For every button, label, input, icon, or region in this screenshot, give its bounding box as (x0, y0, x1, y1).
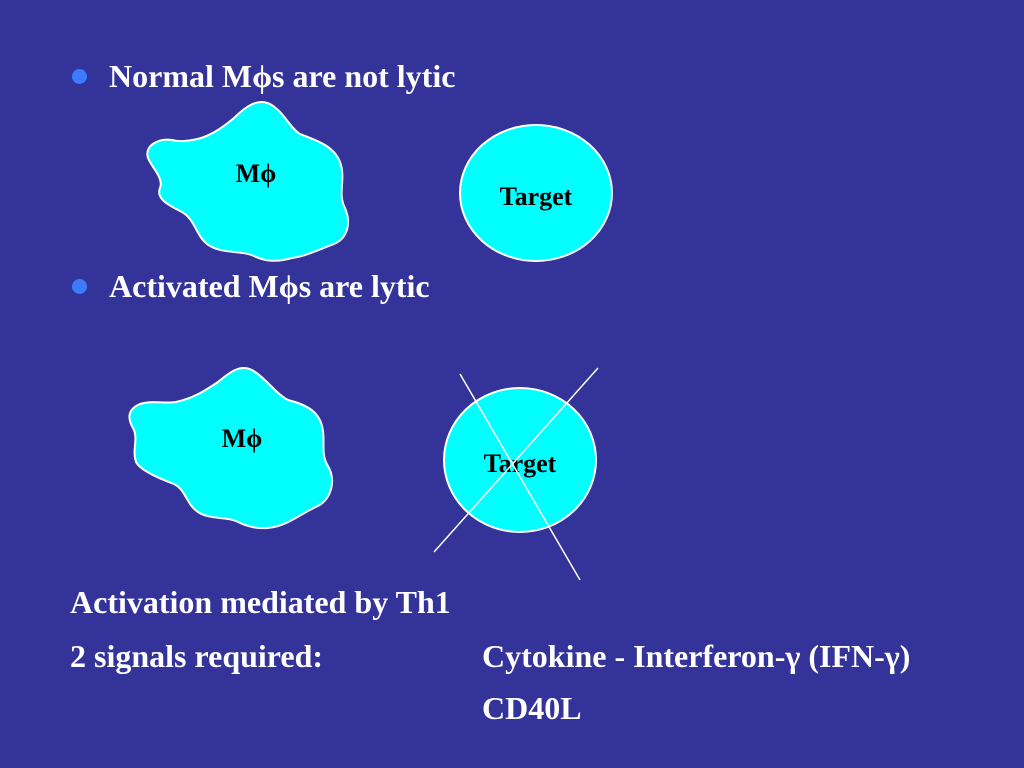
macrophage-label: Mϕ (236, 159, 277, 188)
bullet-dot-icon (72, 69, 87, 84)
bullet-activated-macrophages: Activated Mϕs are lytic (72, 268, 430, 305)
signal-cytokine: Cytokine - Interferon-γ (IFN-γ) (482, 638, 911, 674)
bullet-normal-macrophages: Normal Mϕs are not lytic (72, 58, 455, 95)
signals-label: 2 signals required: (70, 638, 324, 674)
diagram-normal: Mϕ Target (146, 100, 613, 262)
activation-text: Activation mediated by Th1 (70, 584, 451, 620)
cross-out-icon (433, 367, 599, 581)
activated-macrophage-label: Mϕ (222, 424, 263, 453)
diagram-activated: Mϕ Target (128, 366, 599, 581)
macrophage-cell-icon (146, 100, 350, 262)
activated-target-cell-icon (443, 387, 597, 533)
target-label: Target (500, 182, 573, 211)
target-cell-icon (459, 124, 613, 262)
bullet-dot-icon (72, 279, 87, 294)
bullet-activated-text: Activated Mϕs are lytic (109, 268, 430, 304)
signal-cd40l: CD40L (482, 690, 582, 726)
activated-macrophage-cell-icon (128, 366, 334, 530)
bullet-normal-text: Normal Mϕs are not lytic (109, 58, 456, 94)
activated-target-label: Target (484, 449, 557, 478)
